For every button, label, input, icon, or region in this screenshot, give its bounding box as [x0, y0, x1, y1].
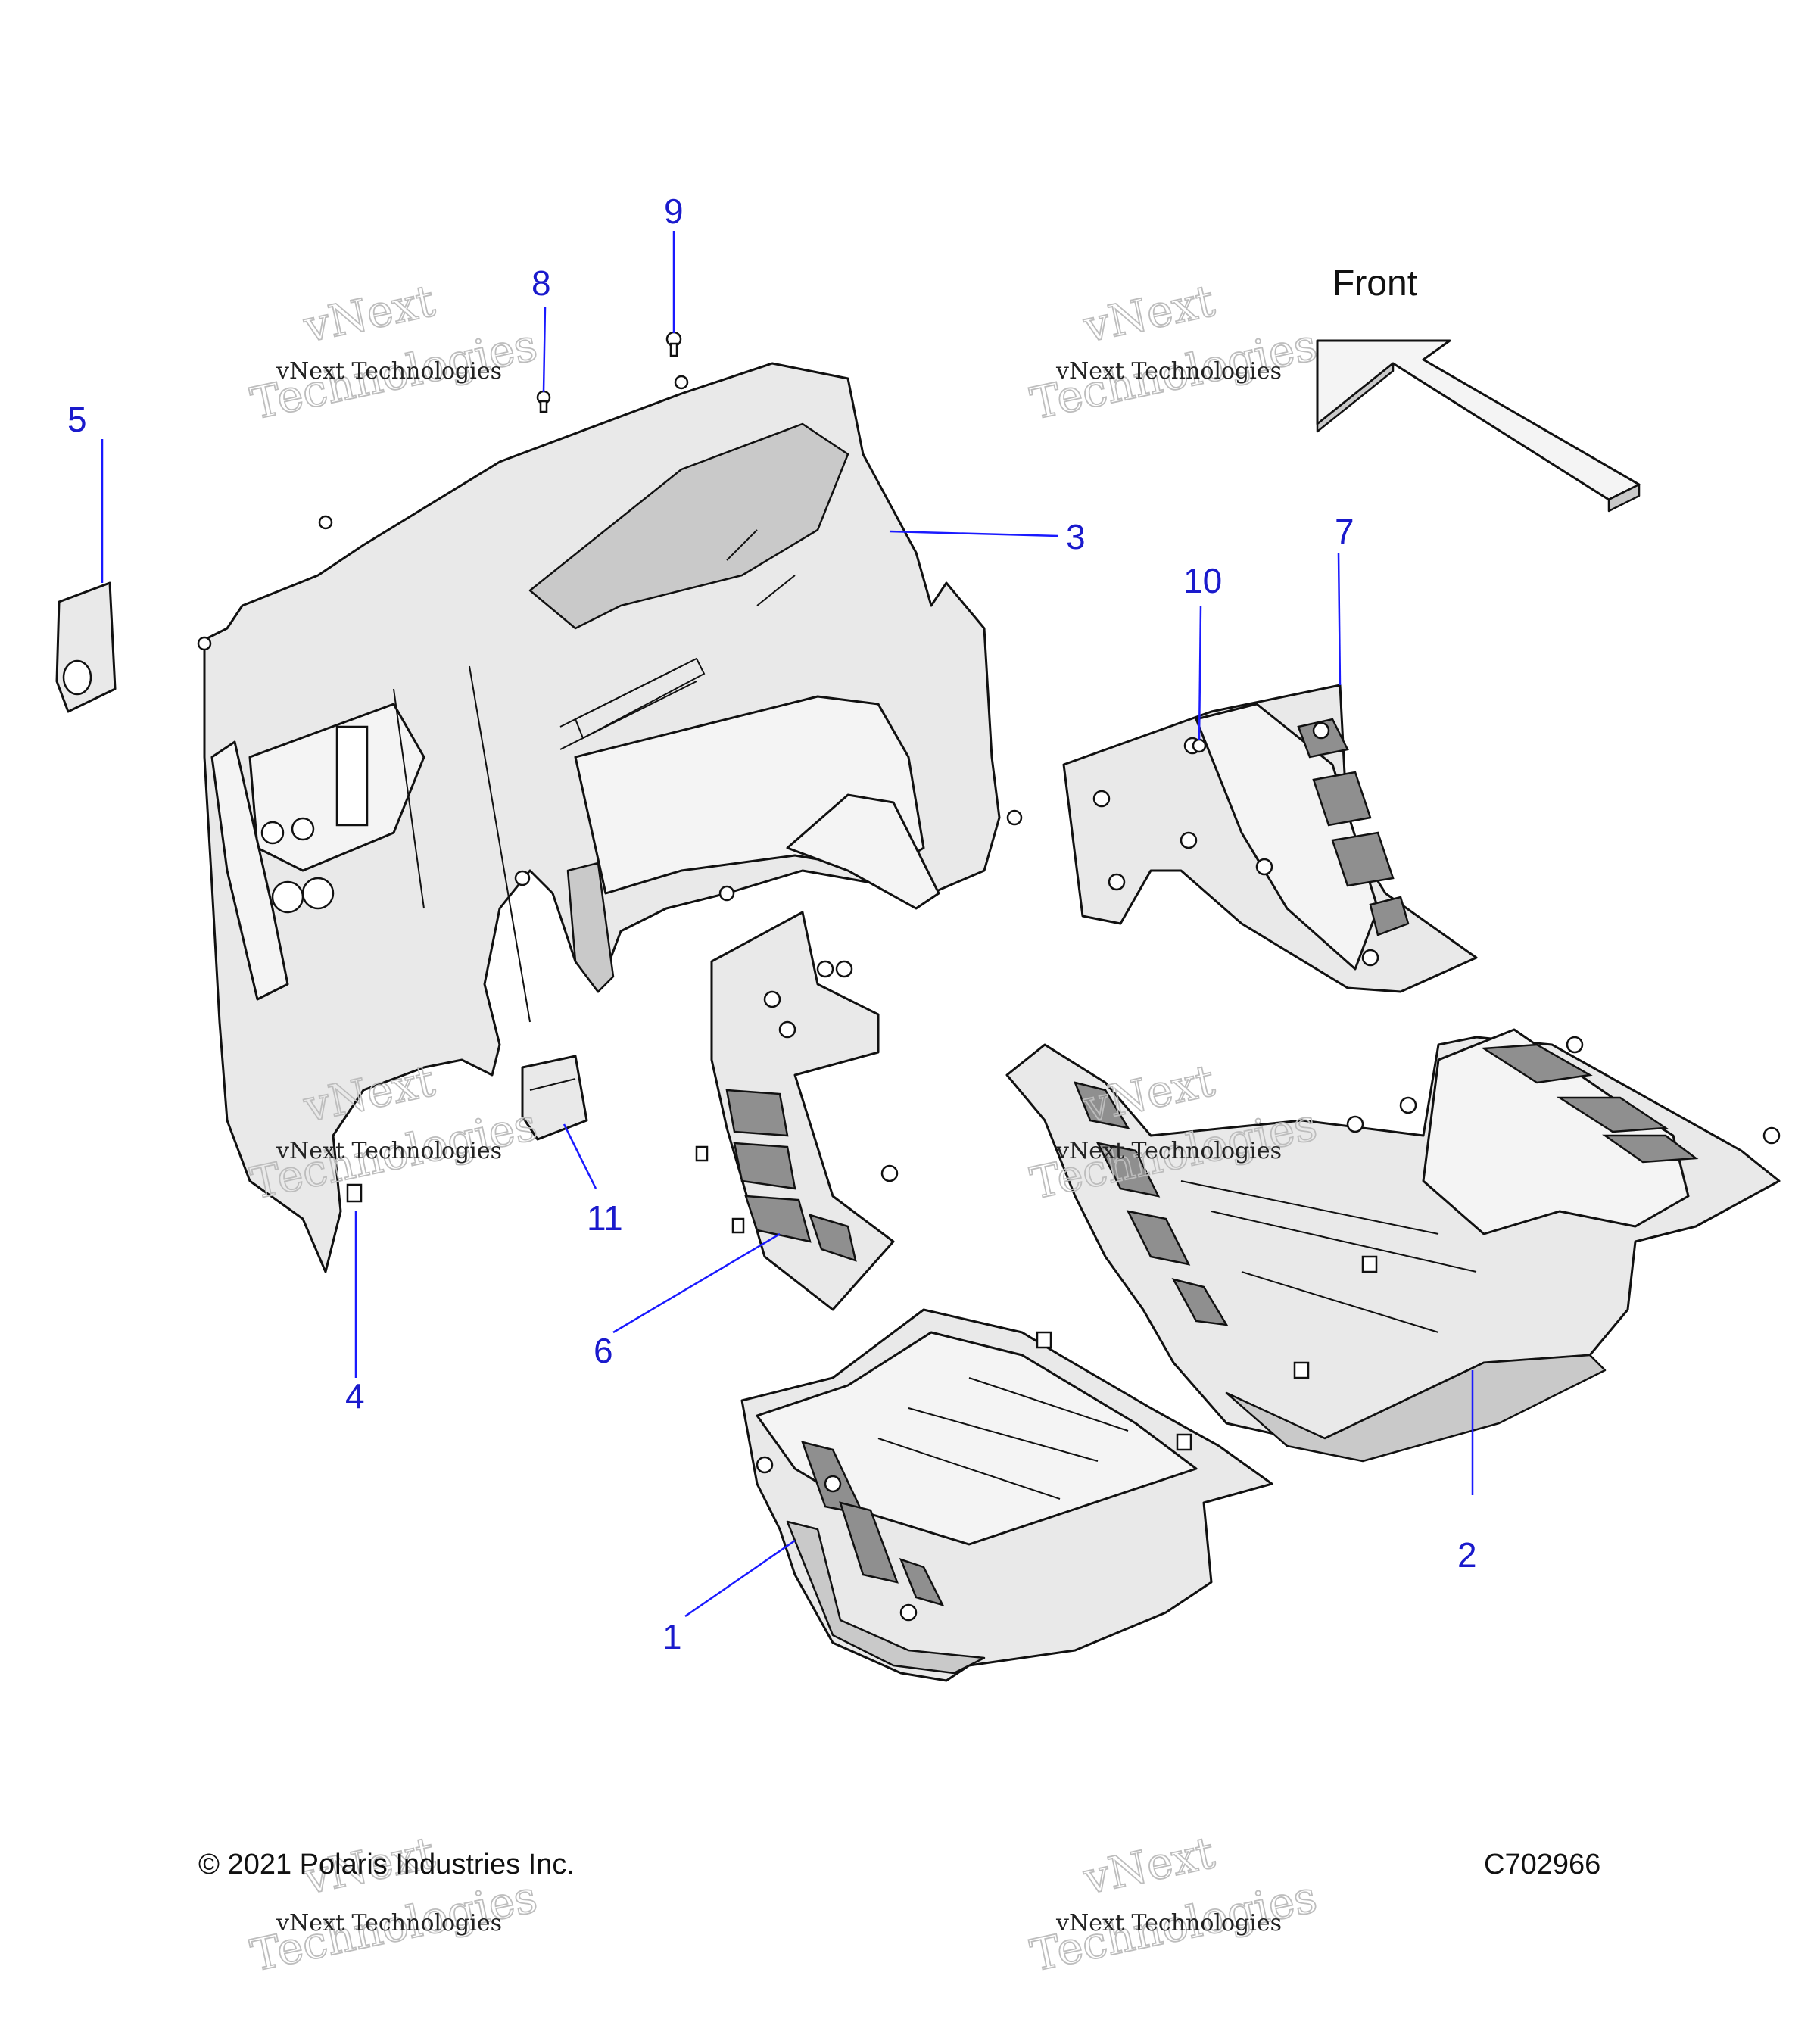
part-4-clip — [346, 1183, 363, 1203]
callout-9: 9 — [664, 192, 684, 231]
part-1-floor-tub — [740, 1308, 1273, 1682]
svg-text:vNext Technologies: vNext Technologies — [276, 1138, 502, 1164]
callout-7: 7 — [1335, 512, 1354, 551]
front-direction-arrow: Front — [1316, 263, 1641, 513]
watermark-6: vNext Technologies vNext Technologies — [1026, 1826, 1322, 1982]
part-5-cover-plate — [55, 581, 117, 713]
fastener-10 — [1192, 738, 1207, 753]
diagram-code: C702966 — [1484, 1849, 1600, 1880]
svg-text:vNext Technologies: vNext Technologies — [1055, 358, 1282, 385]
callout-10: 10 — [1183, 561, 1222, 600]
svg-text:vNext Technologies: vNext Technologies — [1055, 1138, 1282, 1164]
fastener-8 — [536, 390, 551, 413]
callout-8: 8 — [531, 263, 551, 303]
part-3-dash-panel — [197, 362, 1023, 1273]
svg-text:vNext Technologies: vNext Technologies — [276, 358, 502, 385]
watermark-5: vNext Technologies vNext Technologies — [246, 1826, 542, 1982]
callout-numbers: 5 8 9 3 10 7 4 11 6 1 2 — [67, 192, 1477, 1656]
svg-text:vNext Technologies: vNext Technologies — [276, 1910, 502, 1937]
svg-text:vNext: vNext — [299, 275, 439, 353]
callout-6: 6 — [594, 1331, 613, 1370]
callout-5: 5 — [67, 400, 87, 439]
watermark-2: vNext Technologies vNext Technologies — [1026, 274, 1322, 430]
part-7-side-panel — [1062, 684, 1478, 993]
copyright-text: © 2021 Polaris Industries Inc. — [198, 1849, 575, 1880]
svg-text:vNext: vNext — [1079, 1055, 1219, 1133]
svg-text:vNext: vNext — [1079, 1827, 1219, 1905]
part-6-side-panel — [695, 911, 899, 1311]
watermark-1: vNext Technologies vNext Technologies — [246, 274, 542, 430]
leader-lines — [101, 231, 1474, 1618]
callout-1: 1 — [662, 1617, 682, 1656]
part-11-bracket — [521, 1055, 588, 1141]
svg-text:vNext: vNext — [1079, 275, 1219, 353]
svg-text:vNext Technologies: vNext Technologies — [1055, 1910, 1282, 1937]
callout-11: 11 — [587, 1198, 623, 1238]
callout-4: 4 — [345, 1376, 365, 1416]
part-2-floor-tub — [1005, 1028, 1781, 1463]
callout-2: 2 — [1457, 1535, 1477, 1575]
callout-3: 3 — [1066, 517, 1086, 556]
fastener-9 — [665, 331, 682, 357]
front-label: Front — [1332, 263, 1417, 304]
